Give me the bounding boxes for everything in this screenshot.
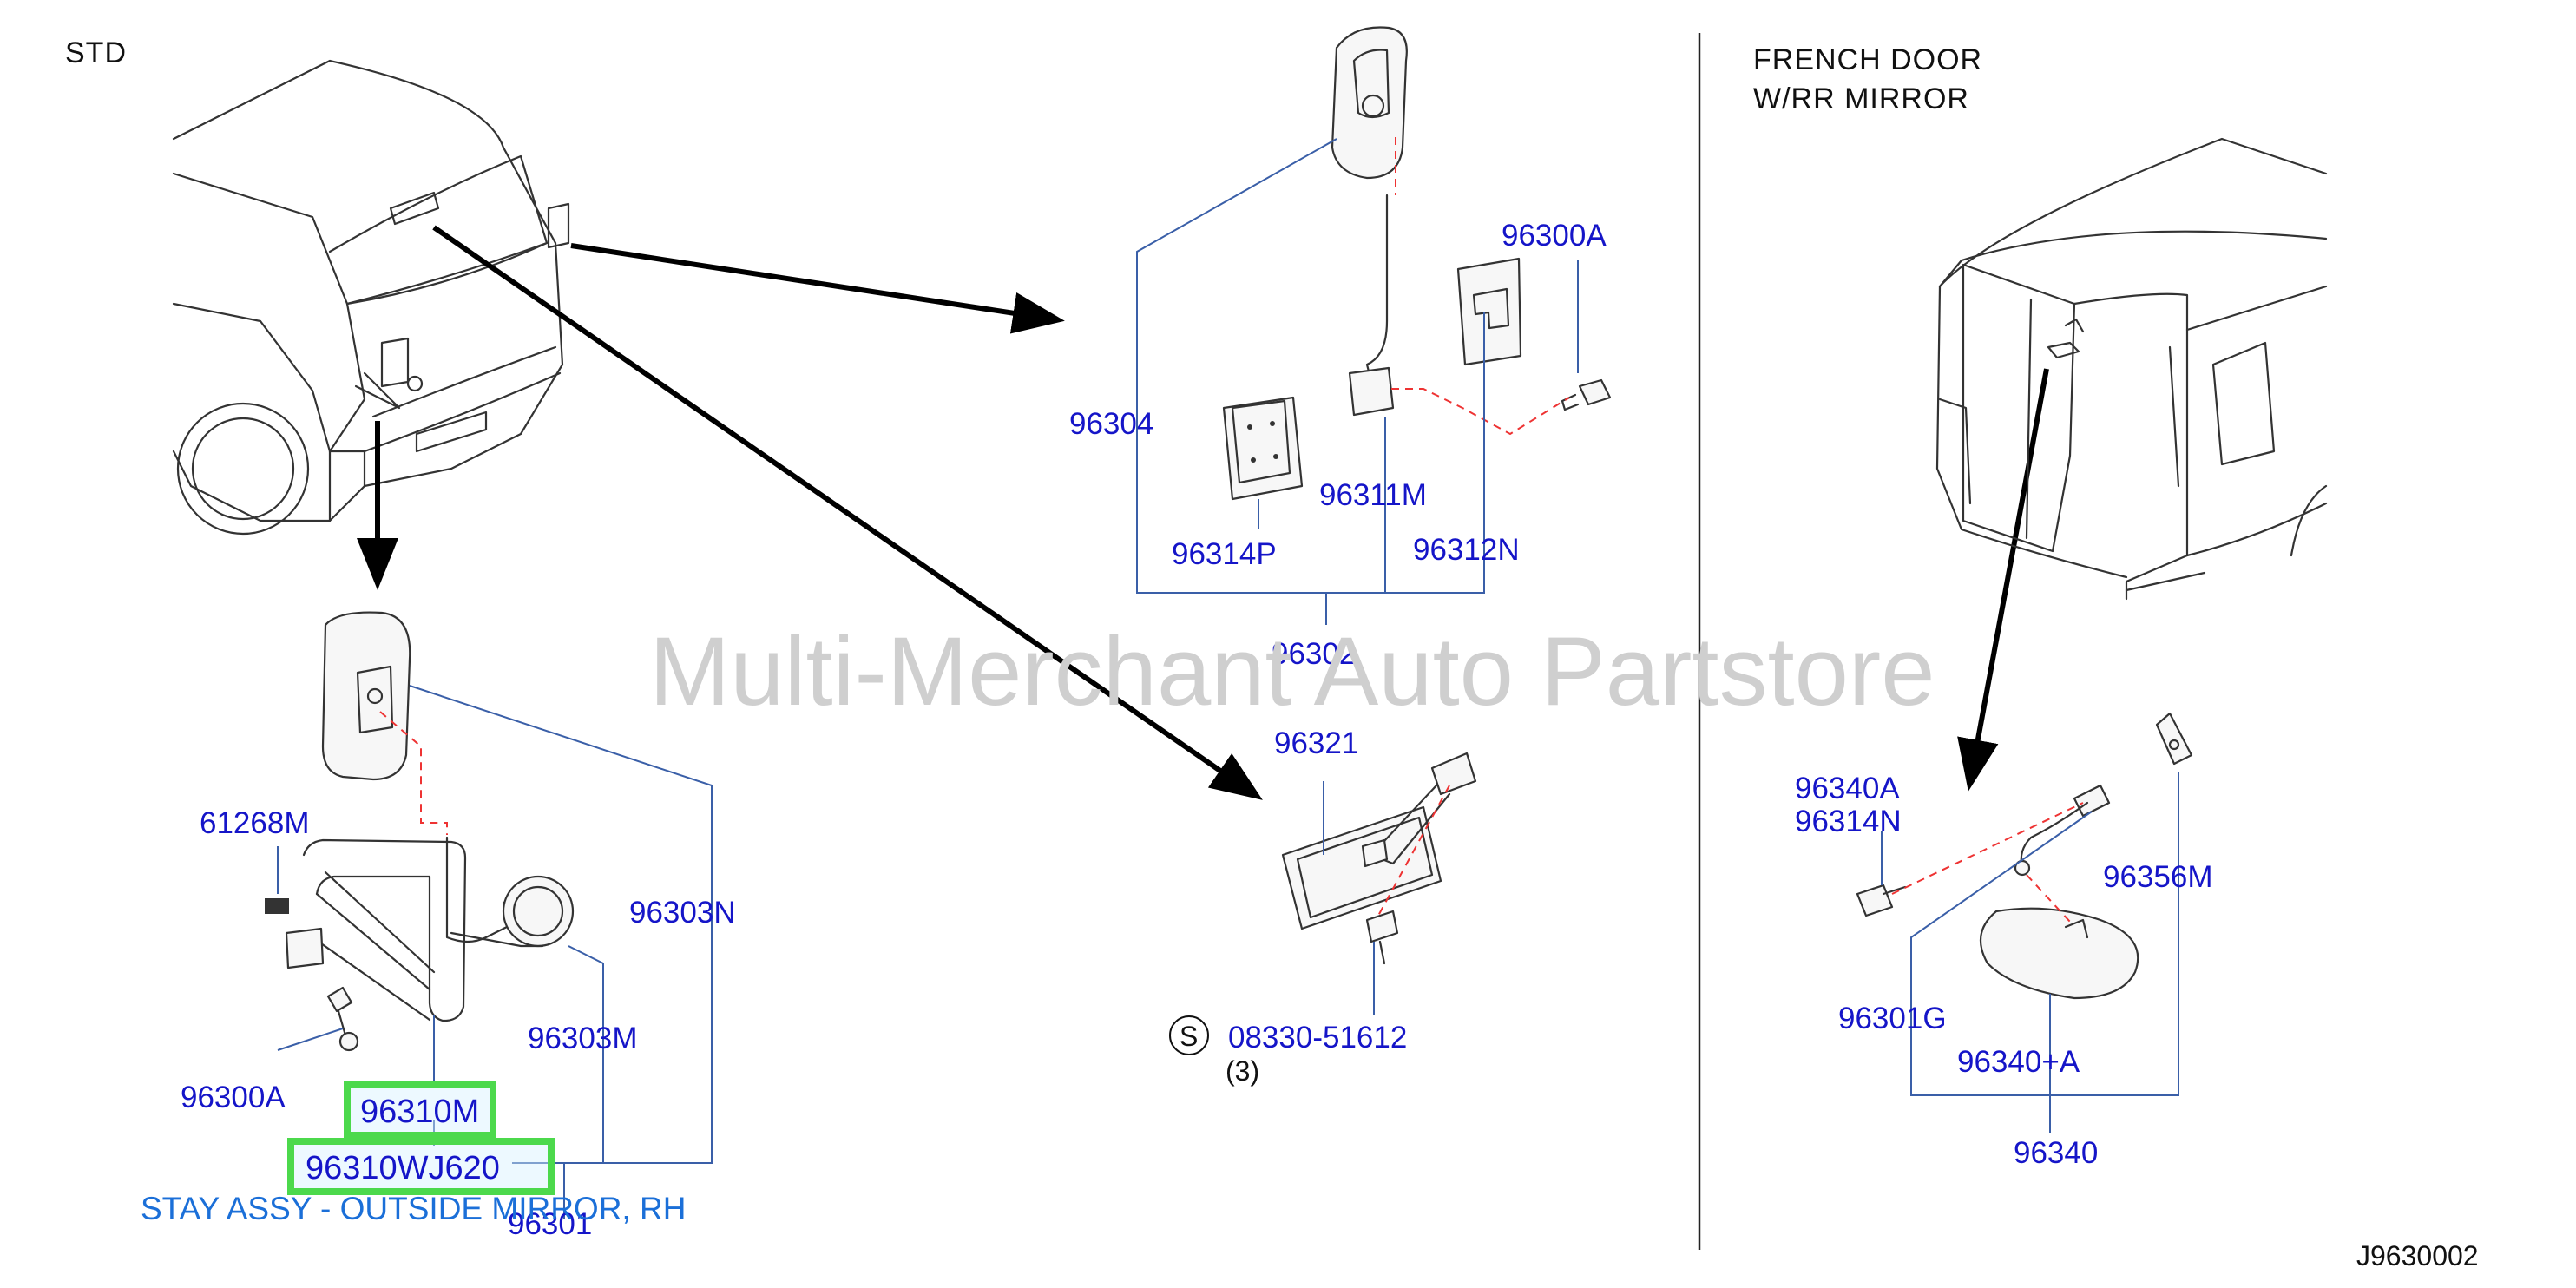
outside-mirror-stay-drawing xyxy=(265,611,575,1052)
rear-view-mirror-drawing xyxy=(1856,712,2193,1000)
part-61268M-pad xyxy=(265,898,289,914)
center-line-c xyxy=(1377,785,1450,917)
highlight-96310M[interactable] xyxy=(344,1081,496,1139)
leader-96356M xyxy=(1910,772,2179,1096)
s-symbol-circle xyxy=(1169,1015,1209,1055)
leader-96304 xyxy=(1136,138,1485,594)
french-door-van-illustration xyxy=(1935,137,2328,601)
part-96301: 96301 xyxy=(508,1207,592,1241)
part-96303N: 96303N xyxy=(629,896,736,930)
mirror-assembly-drawing xyxy=(1222,26,1612,501)
part-96300A-bottom: 96300A xyxy=(181,1081,286,1114)
part-96301G: 96301G xyxy=(1838,1002,1947,1035)
part-96314P: 96314P xyxy=(1172,537,1277,571)
leader-96303N xyxy=(409,685,713,1164)
part-96310M[interactable]: 96310M xyxy=(360,1094,479,1130)
std-header: STD xyxy=(65,36,127,69)
part-96304: 96304 xyxy=(1069,407,1153,441)
std-van-illustration xyxy=(172,59,570,536)
diagram-code: J9630002 xyxy=(2356,1240,2479,1272)
rr-mirror-header: W/RR MIRROR xyxy=(1753,82,1969,115)
part-96300A-top: 96300A xyxy=(1502,219,1607,253)
arrow-to-rr-mirror xyxy=(1957,368,2049,792)
part-96340: 96340 xyxy=(2014,1136,2098,1170)
part-08330-51612: 08330-51612 xyxy=(1228,1021,1407,1055)
s-symbol: S xyxy=(1180,1021,1198,1052)
part-96310WJ620[interactable]: 96310WJ620 xyxy=(306,1150,500,1186)
arrow-to-stay-bracket xyxy=(432,225,1263,800)
arrow-to-mirror-assy xyxy=(570,243,1065,334)
part-96312N: 96312N xyxy=(1413,533,1520,567)
watermark: Multi-Merchant Auto Partstore xyxy=(649,617,1935,726)
part-96340plusA: 96340+A xyxy=(1957,1045,2080,1079)
center-line-f xyxy=(2026,874,2071,923)
center-line-e xyxy=(1891,802,2084,895)
part-96340A: 96340A xyxy=(1795,772,1900,805)
stay-bracket-drawing xyxy=(1281,752,1477,965)
leader-96300A-bottom xyxy=(277,1028,344,1051)
french-door-header: FRENCH DOOR xyxy=(1753,43,1982,76)
part-caption: STAY ASSY - OUTSIDE MIRROR, RH xyxy=(141,1191,686,1226)
center-line-d xyxy=(379,711,448,835)
part-96311M: 96311M xyxy=(1319,478,1427,512)
part-96321: 96321 xyxy=(1274,726,1358,760)
part-96303M: 96303M xyxy=(528,1022,637,1055)
center-line-b xyxy=(1391,388,1570,436)
part-96302: 96302 xyxy=(1272,637,1356,671)
part-96356M: 96356M xyxy=(2103,860,2212,894)
part-96314N: 96314N xyxy=(1795,805,1902,838)
highlight-96310WJ620[interactable] xyxy=(287,1138,555,1195)
leader-96303M xyxy=(568,945,604,1163)
part-61268M: 61268M xyxy=(200,806,309,840)
qty-3: (3) xyxy=(1226,1055,1259,1087)
